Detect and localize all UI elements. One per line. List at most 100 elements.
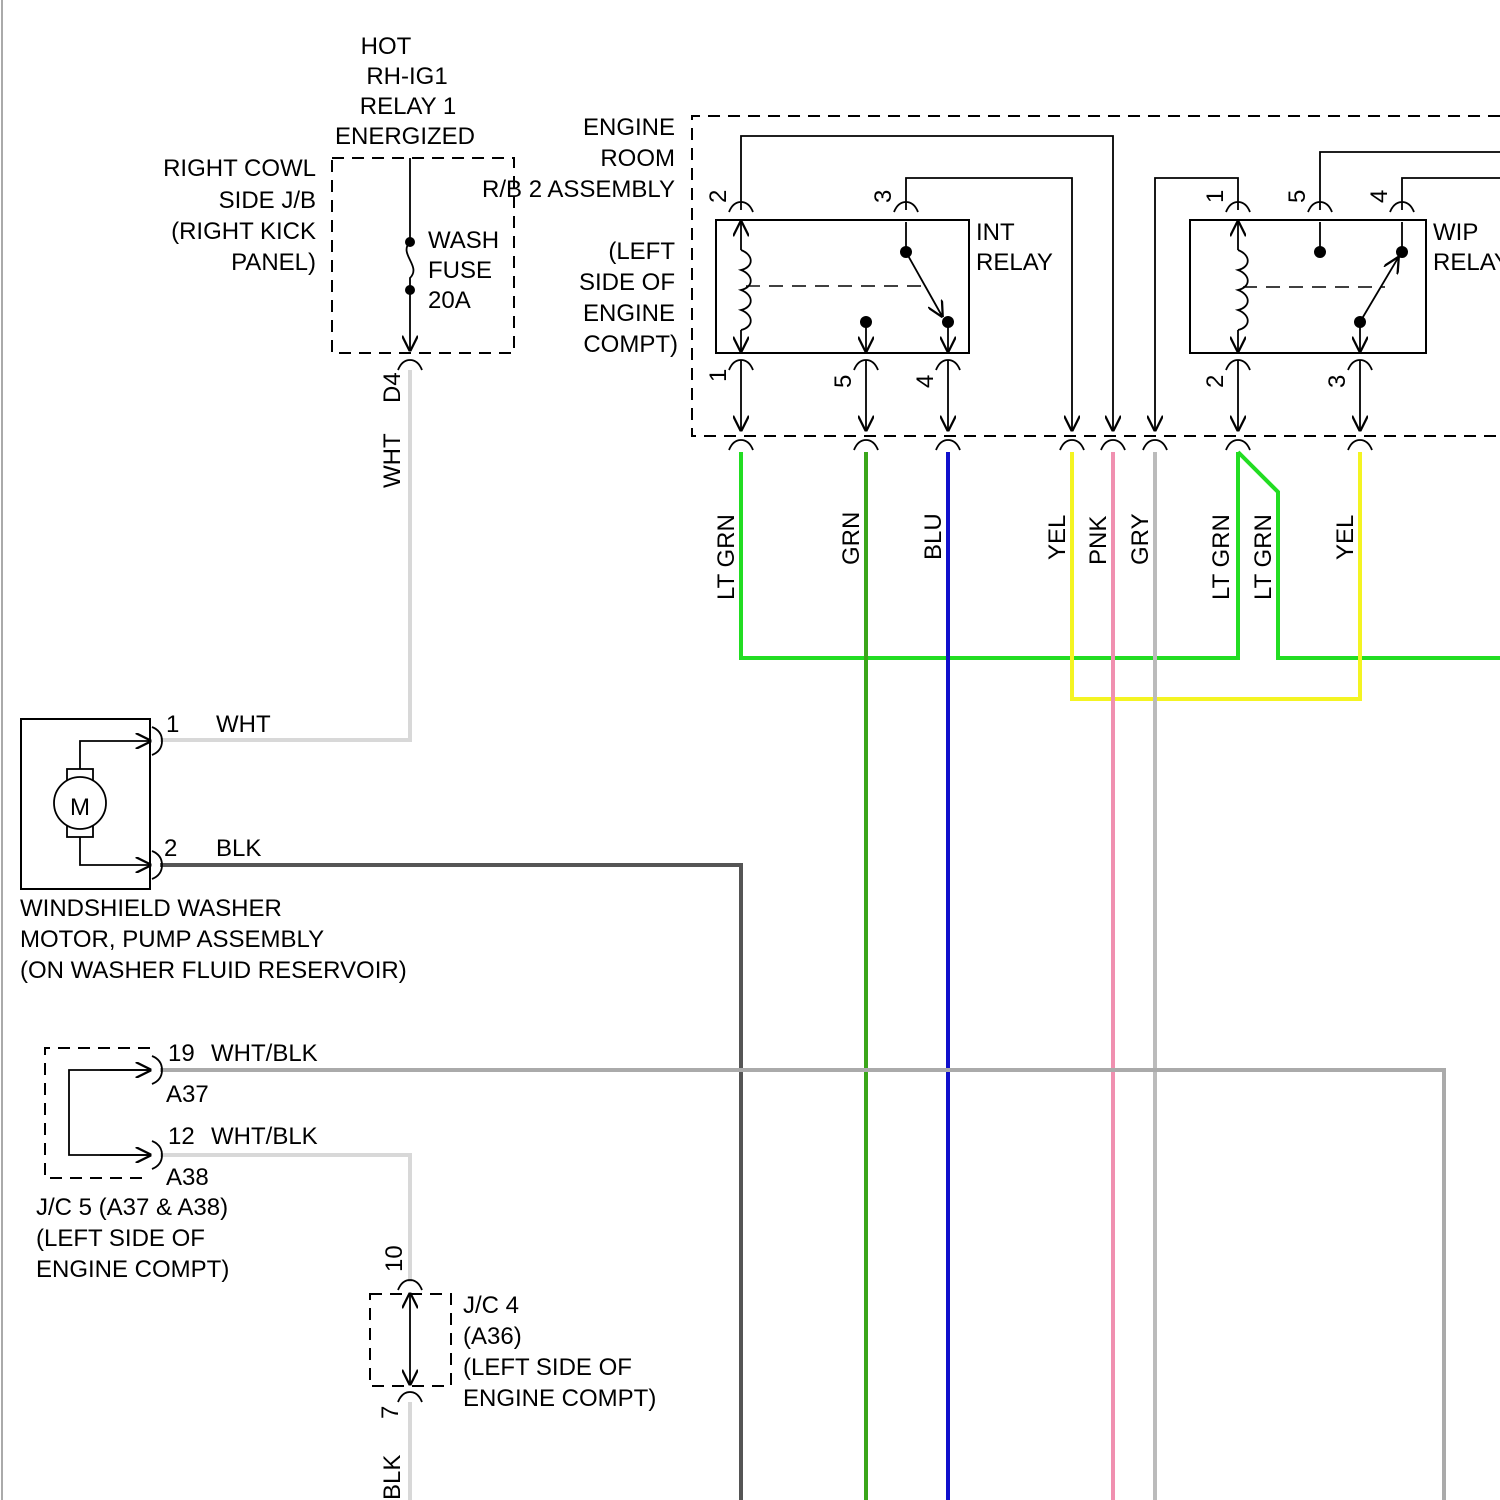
svg-text:4: 4 bbox=[1366, 190, 1393, 203]
motor-pin1-label: 1 bbox=[166, 711, 179, 738]
motor-symbol: M bbox=[70, 794, 90, 821]
washer-motor: M 1 WHT 2 BLK WINDSHIELD WASHER MOTOR, P… bbox=[20, 711, 407, 984]
jc5-pin12-label: 12 bbox=[168, 1123, 195, 1150]
jc5-pin19-wire-label: WHT/BLK bbox=[211, 1040, 318, 1067]
jc4-name-4: ENGINE COMPT) bbox=[463, 1385, 656, 1412]
svg-text:1: 1 bbox=[1202, 190, 1229, 203]
er-label-5: SIDE OF bbox=[579, 269, 675, 296]
wip-relay-label-1: WIP bbox=[1433, 219, 1478, 246]
bottom-pin-connectors bbox=[729, 360, 1372, 430]
wire-label-ltgrn-3: LT GRN bbox=[1250, 514, 1277, 600]
jc5-a38-label: A38 bbox=[166, 1164, 209, 1191]
wire-label-grn: GRN bbox=[838, 512, 865, 565]
wire-whtblk-19 bbox=[160, 1070, 1444, 1500]
jc4-name-3: (LEFT SIDE OF bbox=[463, 1354, 632, 1381]
svg-text:3: 3 bbox=[870, 190, 897, 203]
wire-ltgrn-int1 bbox=[741, 452, 1238, 658]
wire-label-ltgrn-2: LT GRN bbox=[1208, 514, 1235, 600]
internal-wire-wip4 bbox=[1402, 178, 1500, 210]
int-relay-coil-icon bbox=[741, 250, 751, 330]
er-label-1: ENGINE bbox=[583, 114, 675, 141]
fuse-label-2: FUSE bbox=[428, 257, 492, 284]
jc4-name-2: (A36) bbox=[463, 1323, 522, 1350]
internal-wire-wip1 bbox=[1155, 178, 1238, 430]
wire-wht bbox=[160, 370, 410, 740]
jc5-name-1: J/C 5 (A37 & A38) bbox=[36, 1194, 228, 1221]
int-relay: INT RELAY bbox=[716, 219, 1053, 353]
box-edge-connectors bbox=[729, 440, 1372, 450]
jc5-name-2: (LEFT SIDE OF bbox=[36, 1225, 205, 1252]
internal-wire-wip5 bbox=[1320, 152, 1500, 210]
er-label-7: COMPT) bbox=[583, 331, 678, 358]
junction-connector-4: 10 7 J/C 4 (A36) (LEFT SIDE OF ENGINE CO… bbox=[370, 1245, 656, 1500]
er-label-2: ROOM bbox=[600, 145, 675, 172]
wire-ltgrn-wip2 bbox=[1238, 452, 1500, 658]
top-pin-labels: 2 3 1 5 4 bbox=[705, 190, 1393, 203]
wire-label-blu: BLU bbox=[920, 513, 947, 560]
svg-text:ENERGIZED: ENERGIZED bbox=[335, 123, 475, 150]
motor-pin2-wire-label: BLK bbox=[216, 835, 261, 862]
svg-text:5: 5 bbox=[830, 375, 857, 388]
jc5-dashed-box bbox=[45, 1048, 150, 1178]
svg-text:3: 3 bbox=[1324, 375, 1351, 388]
wire-label-wht-vertical: WHT bbox=[379, 433, 406, 488]
int-relay-label-2: RELAY bbox=[976, 249, 1053, 276]
jc5-pin19-label: 19 bbox=[168, 1040, 195, 1067]
svg-text:2: 2 bbox=[1202, 375, 1229, 388]
jc4-pin7-connector bbox=[398, 1392, 422, 1402]
motor-name-1: WINDSHIELD WASHER bbox=[20, 895, 282, 922]
jc4-pin7-label: 7 bbox=[377, 1406, 404, 1419]
right-cowl-junction-block: RIGHT COWL SIDE J/B (RIGHT KICK PANEL) W… bbox=[163, 155, 514, 488]
wire-label-yel-1: YEL bbox=[1044, 515, 1071, 560]
svg-text:2: 2 bbox=[705, 190, 732, 203]
engine-room-relay-block: ENGINE ROOM R/B 2 ASSEMBLY (LEFT SIDE OF… bbox=[482, 114, 1500, 450]
jc5-internal-wire bbox=[69, 1070, 150, 1155]
wip-relay-switch-icon bbox=[1360, 258, 1398, 322]
connector-d4-icon bbox=[398, 360, 422, 370]
hot-label: HOT RH-IG1 RELAY 1 ENERGIZED bbox=[335, 33, 475, 150]
svg-text:RH-IG1: RH-IG1 bbox=[366, 63, 447, 90]
wire-label-ltgrn-1: LT GRN bbox=[713, 514, 740, 600]
wire-label-yel-2: YEL bbox=[1332, 515, 1359, 560]
wire-layer bbox=[160, 370, 1500, 1500]
wip-relay-box bbox=[1190, 220, 1426, 353]
jc5-name-3: ENGINE COMPT) bbox=[36, 1256, 229, 1283]
jc4-name-1: J/C 4 bbox=[463, 1292, 519, 1319]
connector-d4-label: D4 bbox=[379, 372, 406, 403]
jb-label-line4: PANEL) bbox=[231, 249, 316, 276]
motor-pin1-wire-label: WHT bbox=[216, 711, 271, 738]
junction-connector-5: 19 WHT/BLK A37 12 WHT/BLK A38 J/C 5 (A37… bbox=[36, 1040, 318, 1283]
fuse-label-1: WASH bbox=[428, 227, 499, 254]
motor-pin2-label: 2 bbox=[164, 835, 177, 862]
engine-room-dashed-box bbox=[692, 116, 1500, 436]
wire-label-gry: GRY bbox=[1127, 513, 1154, 565]
wire-label-pnk: PNK bbox=[1085, 516, 1112, 565]
wip-relay-coil-icon bbox=[1238, 250, 1248, 330]
jc5-pin12-wire-label: WHT/BLK bbox=[211, 1123, 318, 1150]
svg-text:5: 5 bbox=[1284, 190, 1311, 203]
svg-text:HOT: HOT bbox=[361, 33, 412, 60]
motor-name-2: MOTOR, PUMP ASSEMBLY bbox=[20, 926, 324, 953]
int-relay-label-1: INT bbox=[976, 219, 1015, 246]
er-label-3: R/B 2 ASSEMBLY bbox=[482, 176, 675, 203]
bottom-pin-labels: 1 5 4 2 3 bbox=[705, 369, 1351, 388]
wire-color-labels: LT GRN GRN BLU YEL PNK GRY LT GRN LT GRN… bbox=[713, 512, 1359, 600]
internal-wire-int3 bbox=[906, 178, 1072, 430]
wip-relay: WIP RELAY bbox=[1190, 219, 1500, 353]
jb-label-line2: SIDE J/B bbox=[219, 187, 316, 214]
svg-text:RELAY 1: RELAY 1 bbox=[360, 93, 457, 120]
fuse-icon bbox=[407, 242, 414, 290]
er-label-4: (LEFT bbox=[608, 238, 675, 265]
motor-name-3: (ON WASHER FLUID RESERVOIR) bbox=[20, 957, 407, 984]
jc5-a37-label: A37 bbox=[166, 1081, 209, 1108]
fuse-label-3: 20A bbox=[428, 287, 471, 314]
wip-relay-label-2: RELAY bbox=[1433, 249, 1500, 276]
jb-label-line1: RIGHT COWL bbox=[163, 155, 316, 182]
er-label-6: ENGINE bbox=[583, 300, 675, 327]
int-relay-switch-icon bbox=[906, 252, 942, 316]
jb-label-line3: (RIGHT KICK bbox=[171, 218, 316, 245]
jc4-wire-label: BLK bbox=[379, 1455, 406, 1500]
jc4-pin10-label: 10 bbox=[381, 1245, 408, 1272]
svg-text:1: 1 bbox=[705, 369, 732, 382]
